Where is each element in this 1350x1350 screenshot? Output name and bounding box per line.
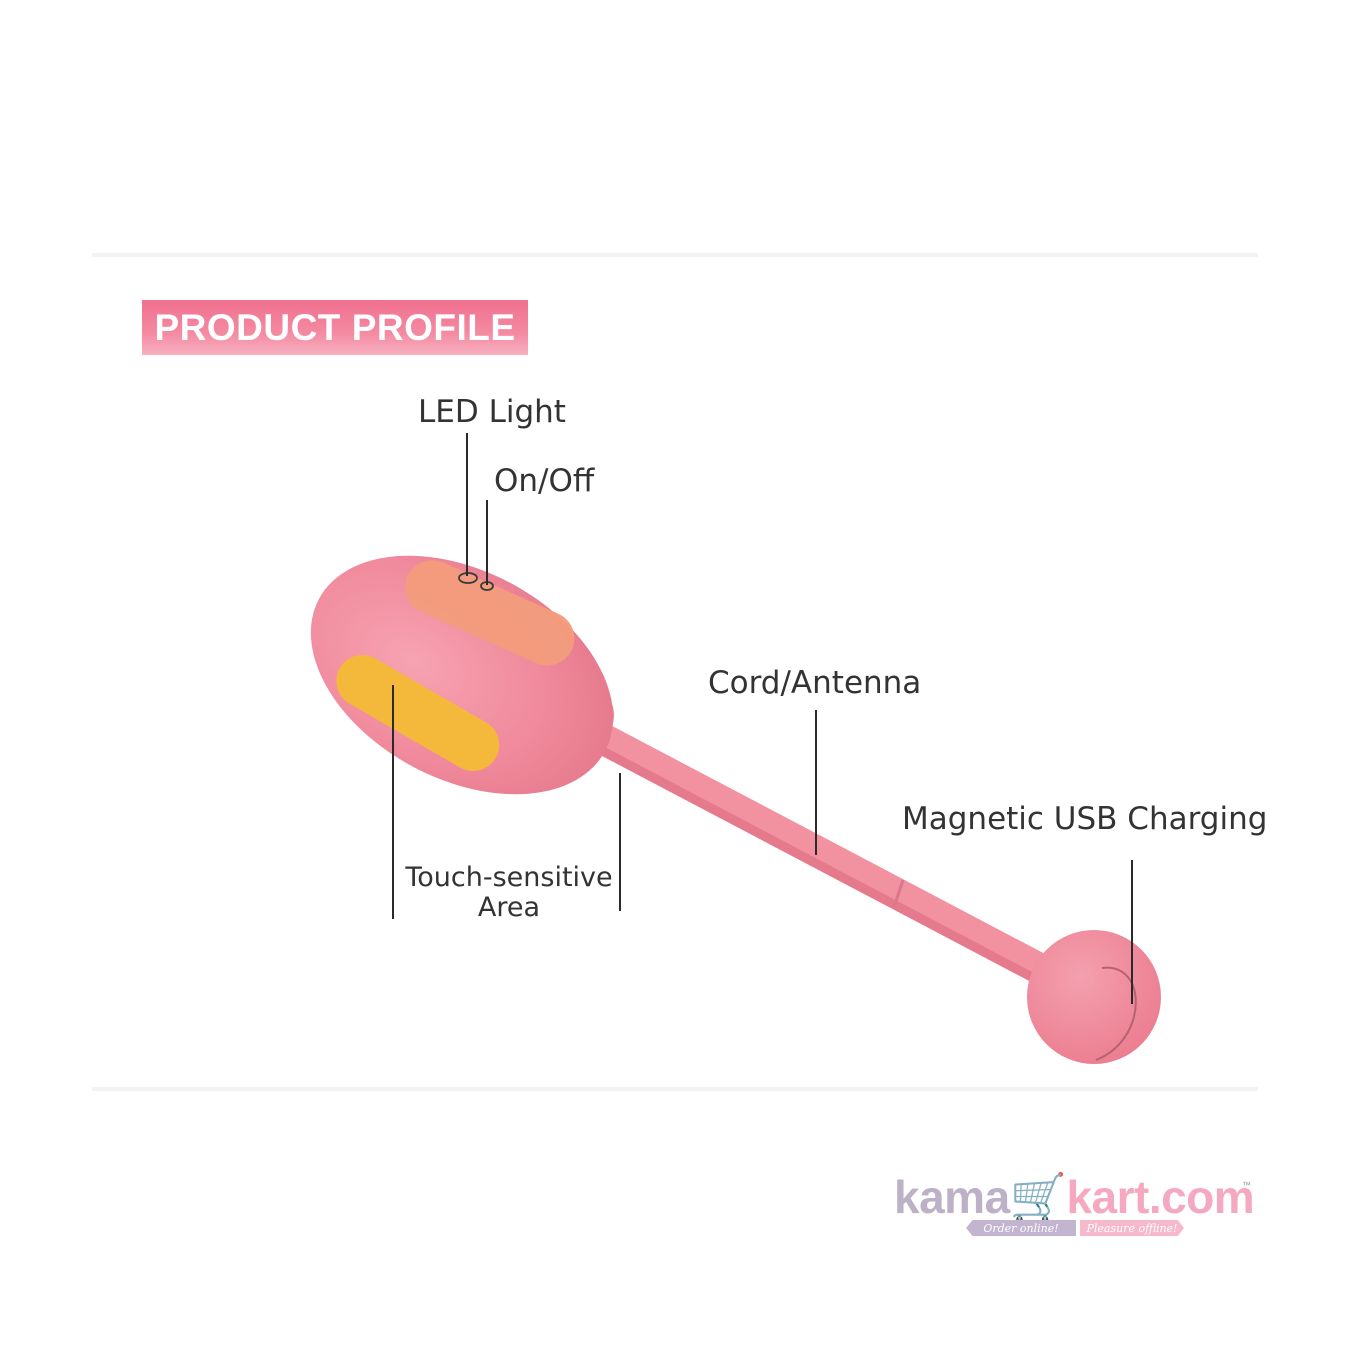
touch-area-left-pointer <box>392 685 394 919</box>
cart-icon: 🛒 <box>1009 1171 1067 1223</box>
cord <box>589 721 1061 980</box>
trademark-symbol: ™ <box>1242 1180 1251 1190</box>
bottom-divider <box>92 1087 1258 1091</box>
magnetic-charging-label: Magnetic USB Charging <box>902 801 1268 837</box>
logo-wordmark: kama🛒kart.com <box>894 1171 1255 1223</box>
egg-body-group <box>310 555 614 795</box>
charging-ball <box>1027 930 1161 1064</box>
tagline-order-online: Order online! <box>966 1220 1076 1236</box>
cord-sleeve-ring <box>892 879 905 908</box>
product-profile-title: PRODUCT PROFILE <box>154 306 516 348</box>
led-light-icon <box>458 572 478 584</box>
tagline-pleasure-offline: Pleasure offline! <box>1080 1220 1184 1236</box>
cord-antenna-label: Cord/Antenna <box>708 665 922 701</box>
kamakart-logo[interactable]: kama🛒kart.com ™ Order online! Pleasure o… <box>890 1150 1260 1240</box>
on-off-label: On/Off <box>494 463 595 499</box>
touch-sensitive-line2: Area <box>477 892 541 923</box>
touch-sensitive-label: Touch-sensitive Area <box>404 863 614 923</box>
charging-port-outline <box>1095 966 1137 1061</box>
touch-sensitive-area-shape <box>336 655 500 771</box>
led-light-label: LED Light <box>418 394 566 430</box>
touch-area-right-pointer <box>619 773 621 911</box>
cord-antenna-pointer <box>815 710 817 855</box>
top-orange-area <box>405 560 575 666</box>
egg-body <box>310 555 614 795</box>
touch-sensitive-line1: Touch-sensitive <box>405 862 613 893</box>
led-light-pointer <box>466 433 468 576</box>
top-divider <box>92 253 1258 257</box>
magnetic-charging-pointer <box>1131 860 1133 1004</box>
product-profile-badge: PRODUCT PROFILE <box>142 300 528 355</box>
on-off-pointer <box>486 500 488 585</box>
